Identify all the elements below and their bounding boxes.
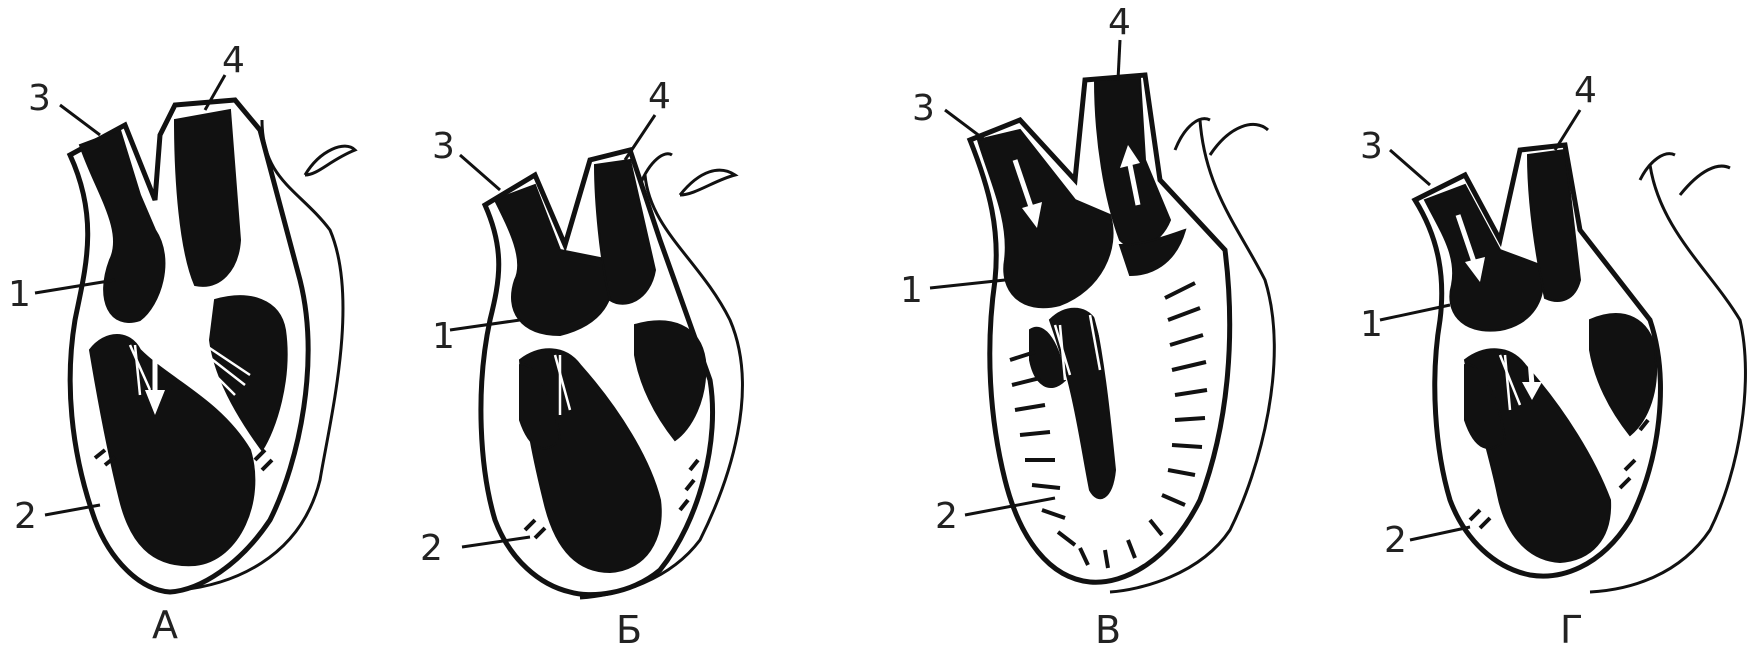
callout-1: 1: [432, 316, 455, 357]
callout-3: 3: [912, 88, 935, 129]
callout-2: 2: [420, 528, 443, 569]
callout-1: 1: [1360, 304, 1383, 345]
panel-title-a: А: [152, 603, 178, 647]
leader-4: [1118, 40, 1120, 80]
callout-1: 1: [900, 270, 923, 311]
callout-1: 1: [8, 274, 31, 315]
panel-title-v: В: [1095, 608, 1121, 652]
leader-3: [945, 110, 985, 140]
leader-2: [1410, 527, 1470, 540]
leader-3: [460, 155, 500, 190]
callout-3: 3: [432, 126, 455, 167]
callout-4: 4: [648, 76, 671, 117]
leader-4: [625, 115, 655, 160]
leader-4: [1555, 110, 1580, 150]
panel-g: 3 4 1 2 Г: [1360, 70, 1745, 652]
leader-3: [60, 105, 100, 135]
panel-b: 3 4 1 2 Б: [420, 76, 742, 652]
callout-3: 3: [28, 78, 51, 119]
vessel-curve: [1210, 124, 1268, 155]
panel-title-g: Г: [1560, 608, 1583, 652]
callout-4: 4: [1574, 70, 1597, 111]
callout-3: 3: [1360, 126, 1383, 167]
vessel-curve: [305, 146, 355, 175]
vessel-curve: [1680, 166, 1730, 195]
callout-2: 2: [935, 496, 958, 537]
panel-v: 3 4 1 2 В: [900, 2, 1274, 652]
callout-4: 4: [222, 40, 245, 81]
vessel-curve-2: [1640, 154, 1675, 180]
leader-3: [1390, 150, 1430, 185]
callout-2: 2: [14, 496, 37, 537]
vessel-curve: [680, 170, 735, 195]
panel-a: 3 4 1 2 А: [8, 40, 355, 647]
callout-4: 4: [1108, 2, 1131, 43]
callout-2: 2: [1384, 520, 1407, 561]
panel-title-b: Б: [616, 608, 642, 652]
